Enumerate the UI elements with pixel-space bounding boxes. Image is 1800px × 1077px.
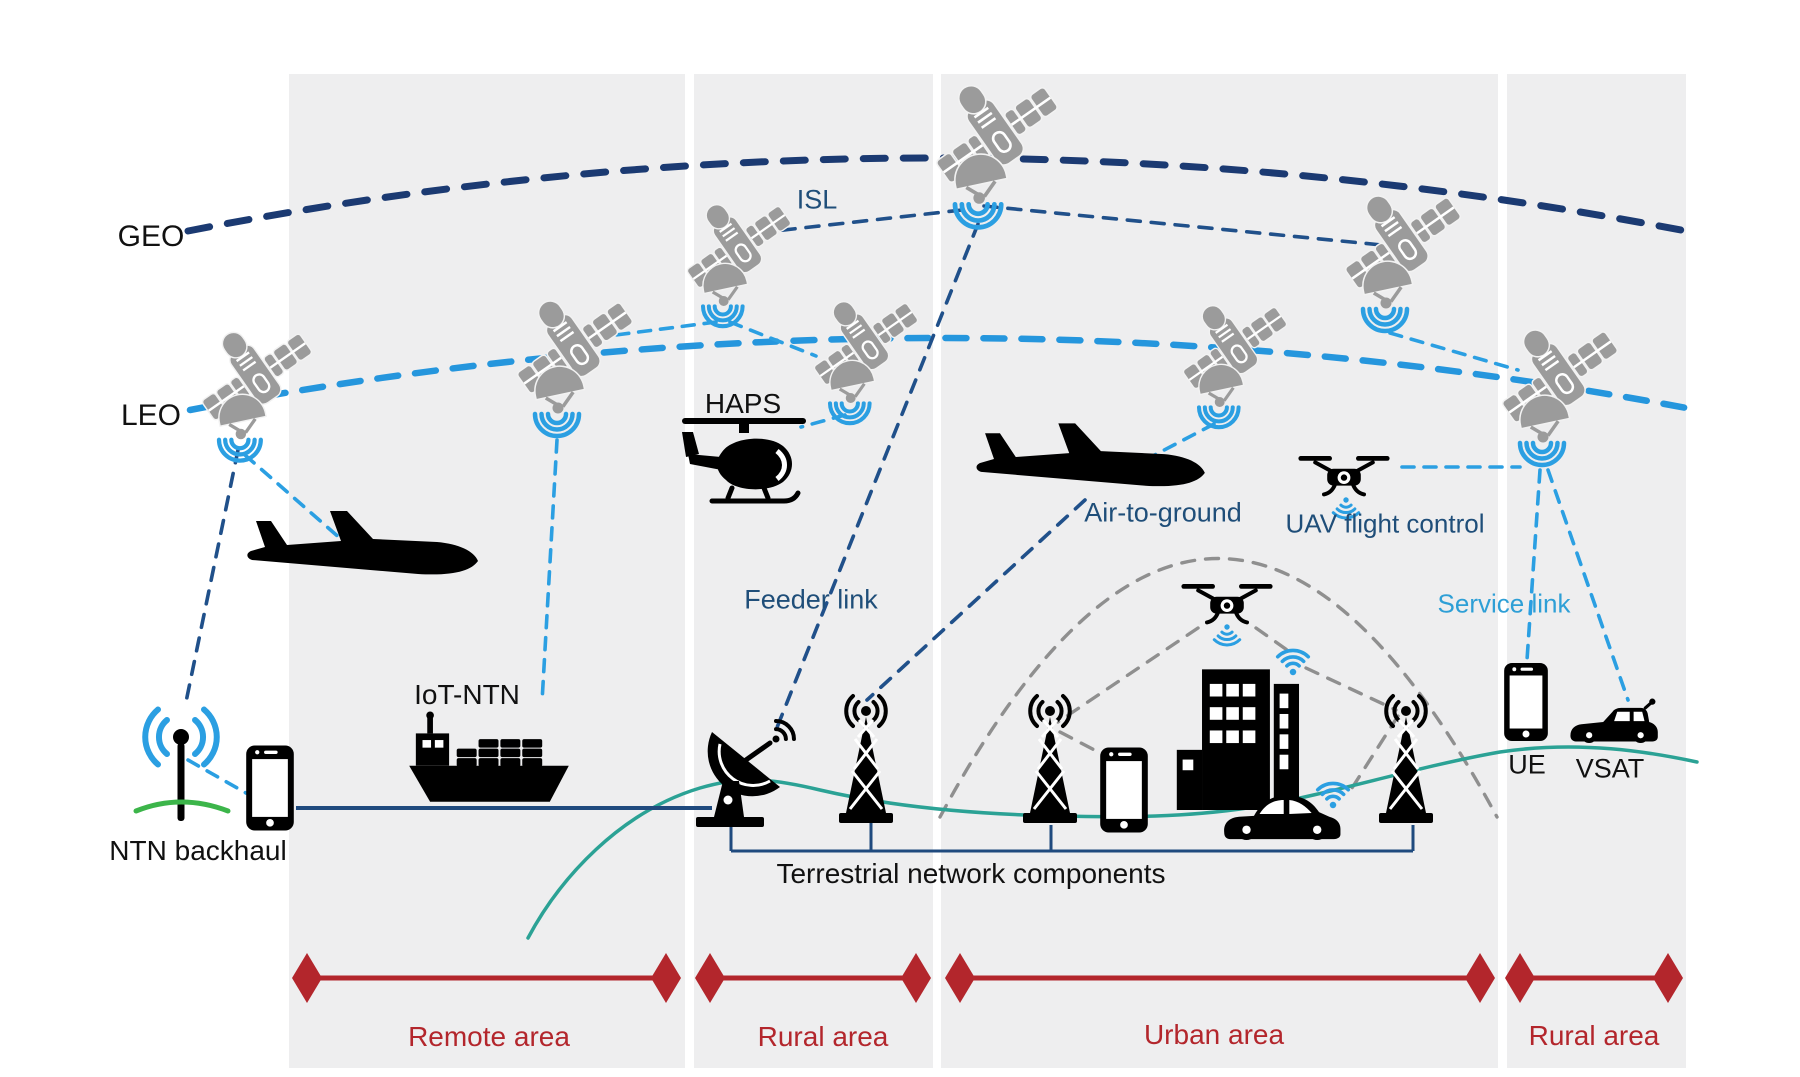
band-remote-area xyxy=(289,74,685,1068)
ground-station-dish-icon xyxy=(696,717,798,827)
rural-area-left-label: Rural area xyxy=(757,1021,889,1052)
terrestrial-components-label: Terrestrial network components xyxy=(776,858,1166,889)
service-link-label: Service link xyxy=(1437,588,1571,619)
uav-flight-control-label: UAV flight control xyxy=(1285,508,1485,539)
leo-satellite-icon xyxy=(792,272,926,423)
geo-orbit-label: GEO xyxy=(117,220,185,253)
aircraft-icon xyxy=(247,511,479,575)
urban-adhoc-links xyxy=(938,556,1499,819)
isl-and-feeder-links xyxy=(184,204,1394,737)
leo-satellite-icon xyxy=(179,301,320,460)
ue-smartphone-icon xyxy=(1504,663,1548,741)
cell-tower-icon xyxy=(1021,694,1079,825)
terrestrial-bracket xyxy=(729,822,1415,853)
wifi-signal-icon xyxy=(1315,781,1351,811)
air-to-ground-label: Air-to-ground xyxy=(1084,497,1242,528)
area-markers xyxy=(292,953,1683,1003)
band-rural-area-right xyxy=(1507,74,1686,1068)
service-links xyxy=(186,320,1630,795)
vsat-vehicle-icon xyxy=(1568,696,1660,745)
urban-area-label: Urban area xyxy=(1143,1019,1285,1050)
cell-tower-icon xyxy=(1377,694,1435,825)
remote-area-label: Remote area xyxy=(408,1021,570,1052)
backhaul-antenna-icon xyxy=(136,710,228,822)
wifi-signal-icon xyxy=(1275,648,1311,678)
uav-drone-icon xyxy=(1181,584,1272,622)
leo-satellite-icon xyxy=(1478,297,1627,465)
leo-orbit-label: LEO xyxy=(120,399,182,432)
geo-satellite-icon xyxy=(911,51,1067,227)
leo-satellite-icon xyxy=(1161,276,1295,427)
feeder-link-label: Feeder link xyxy=(744,584,878,615)
smartphone-icon xyxy=(246,745,294,831)
vsat-label: VSAT xyxy=(1575,753,1645,784)
isl-link-label: ISL xyxy=(796,184,838,215)
aircraft-icon xyxy=(976,423,1205,487)
leo-orbit-arc xyxy=(186,334,1701,414)
iot-ntn-label: IoT-NTN xyxy=(414,679,520,710)
uav-drone-icon xyxy=(1298,456,1389,494)
haps-helicopter-icon xyxy=(682,418,806,501)
haps-label: HAPS xyxy=(704,388,782,419)
buildings-icon xyxy=(1176,669,1300,810)
ue-label: UE xyxy=(1508,749,1546,780)
wifi-signal-icon xyxy=(1212,622,1242,647)
leo-satellite-icon xyxy=(665,175,799,326)
rural-area-right-label: Rural area xyxy=(1528,1020,1660,1051)
ntn-backhaul-label: NTN backhaul xyxy=(109,835,287,866)
smartphone-icon xyxy=(1100,747,1148,833)
geo-orbit-arc xyxy=(184,154,1690,235)
ship-icon xyxy=(409,711,569,802)
